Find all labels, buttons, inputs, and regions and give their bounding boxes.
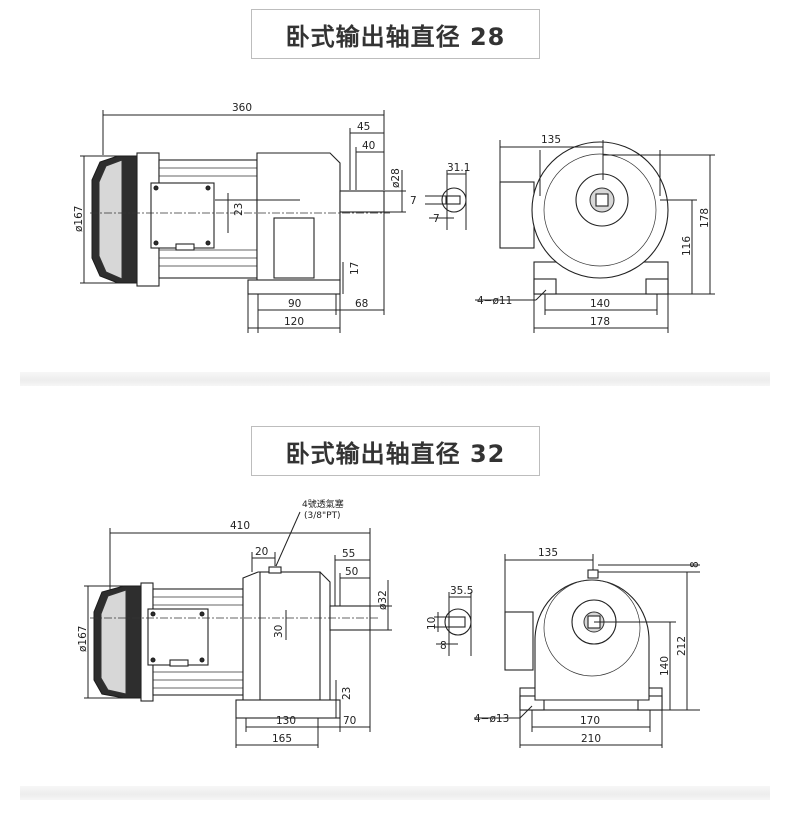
section-1-title: 卧式输出轴直径 28 (251, 9, 540, 59)
dim-shaft-dia-32: ø32 (377, 590, 389, 610)
dim-90: 90 (288, 298, 301, 310)
dim-45: 45 (357, 121, 370, 133)
dim-170: 170 (580, 715, 600, 727)
dim-shaft-dia-28: ø28 (390, 168, 402, 188)
dim-68: 68 (355, 298, 368, 310)
dim-55: 55 (342, 548, 355, 560)
dim-135-2: 135 (538, 547, 558, 559)
key-detail-32: 35.5 10 8 (426, 585, 473, 656)
dim-140: 140 (590, 298, 610, 310)
side-view-32: 410 4號透氣塞 (3/8"PT) 20 55 50 ø32 ø167 30 … (77, 498, 392, 748)
dim-17: 17 (349, 262, 361, 275)
dim-70: 70 (343, 715, 356, 727)
dim-135: 135 (541, 134, 561, 146)
dim-210: 210 (581, 733, 601, 745)
key-detail-28: 31.1 7 7 (410, 162, 470, 230)
dim-7b: 7 (433, 213, 440, 225)
section-2-title: 卧式输出轴直径 32 (251, 426, 540, 476)
dim-178-w: 178 (590, 316, 610, 328)
dim-50: 50 (345, 566, 358, 578)
dim-7a: 7 (410, 195, 417, 207)
dim-130: 130 (276, 715, 296, 727)
dim-motor-dia-2: ø167 (77, 626, 89, 652)
hole-label-4-13: 4−ø13 (474, 713, 509, 725)
end-view-28: 135 178 116 4−ø11 140 178 (475, 134, 715, 333)
dim-165: 165 (272, 733, 292, 745)
dim-8-end: 8 (689, 561, 701, 568)
hole-label-4-11: 4−ø11 (477, 295, 512, 307)
section-divider (20, 372, 770, 386)
dim-23: 23 (233, 203, 245, 216)
dim-35-5: 35.5 (450, 585, 473, 597)
dim-8: 8 (440, 640, 447, 652)
dim-178-h: 178 (699, 208, 711, 228)
dim-360: 360 (232, 102, 252, 114)
dim-140-h: 140 (659, 656, 671, 676)
dim-212: 212 (676, 636, 688, 656)
breather-label: 4號透氣塞 (302, 498, 344, 510)
dim-30: 30 (273, 625, 285, 638)
dim-motor-dia: ø167 (73, 206, 85, 232)
dim-40: 40 (362, 140, 375, 152)
dim-23-foot: 23 (341, 687, 353, 700)
dim-116: 116 (681, 236, 693, 256)
section-divider (20, 786, 770, 800)
end-view-32: 135 8 212 140 4−ø13 170 210 (474, 547, 701, 748)
dim-31-1: 31.1 (447, 162, 470, 174)
dim-10: 10 (426, 617, 438, 630)
dim-410: 410 (230, 520, 250, 532)
dim-120: 120 (284, 316, 304, 328)
breather-spec: (3/8"PT) (304, 511, 341, 521)
dim-20: 20 (255, 546, 268, 558)
side-view-28: 360 45 40 ø28 ø167 23 17 90 68 120 (73, 102, 406, 333)
